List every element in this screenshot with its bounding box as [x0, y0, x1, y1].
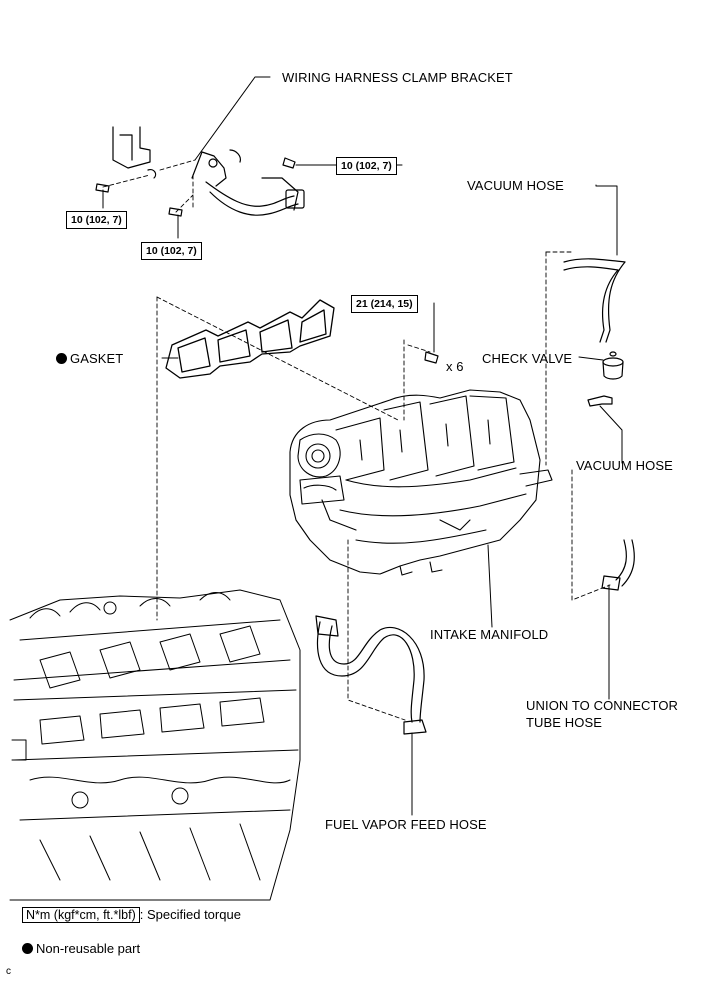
union-label-line-1: UNION TO CONNECTOR	[526, 698, 679, 713]
check-valve-label: CHECK VALVE	[482, 351, 573, 366]
legend-non-reusable-text: Non-reusable part	[36, 941, 141, 956]
torque-spec-bracket-bolt-left: 10 (102, 7)	[66, 211, 127, 229]
non-reusable-legend-dot-icon	[22, 943, 33, 954]
gasket-label-text: GASKET	[70, 351, 124, 366]
union-to-connector-tube-hose-label: UNION TO CONNECTOR TUBE HOSE	[526, 697, 678, 731]
gasket	[165, 299, 335, 379]
intake-manifold	[289, 389, 553, 576]
fuel-vapor-feed-hose	[315, 615, 427, 735]
legend-torque: N*m (kgf*cm, ft.*lbf): Specified torque	[22, 907, 241, 923]
union-label-line-2: TUBE HOSE	[526, 715, 603, 730]
vacuum-hose-lower-label: VACUUM HOSE	[576, 458, 673, 473]
bracket-bolt-icons	[95, 157, 296, 217]
torque-spec-bracket-bolt-right: 10 (102, 7)	[336, 157, 397, 175]
torque-spec-manifold-bolts: 21 (214, 15)	[351, 295, 418, 313]
corner-mark: c	[6, 966, 11, 977]
legend-torque-text: : Specified torque	[139, 907, 241, 922]
torque-spec-bracket-bolt-lower: 10 (102, 7)	[141, 242, 202, 260]
legend-non-reusable: Non-reusable part	[22, 941, 140, 957]
gasket-label: GASKET	[56, 351, 123, 366]
legend-torque-symbol: N*m (kgf*cm, ft.*lbf)	[22, 907, 140, 923]
union-to-connector-tube-hose	[601, 539, 635, 591]
vacuum-hose-upper-label: VACUUM HOSE	[467, 178, 564, 193]
vacuum-hose-lower	[587, 395, 613, 407]
check-valve	[602, 351, 624, 380]
wiring-harness-clamp-bracket-label: WIRING HARNESS CLAMP BRACKET	[282, 70, 513, 85]
vacuum-hose-upper	[563, 258, 626, 343]
manifold-bolt-icon	[424, 351, 439, 364]
non-reusable-dot-icon	[56, 353, 67, 364]
bolt-count-label: x 6	[446, 359, 464, 374]
engine-block	[9, 589, 301, 901]
wiring-harness-clamp-bracket	[112, 126, 305, 216]
assembly-guide-lines	[102, 159, 611, 721]
intake-manifold-label: INTAKE MANIFOLD	[430, 627, 549, 642]
fuel-vapor-feed-hose-label: FUEL VAPOR FEED HOSE	[325, 817, 487, 832]
